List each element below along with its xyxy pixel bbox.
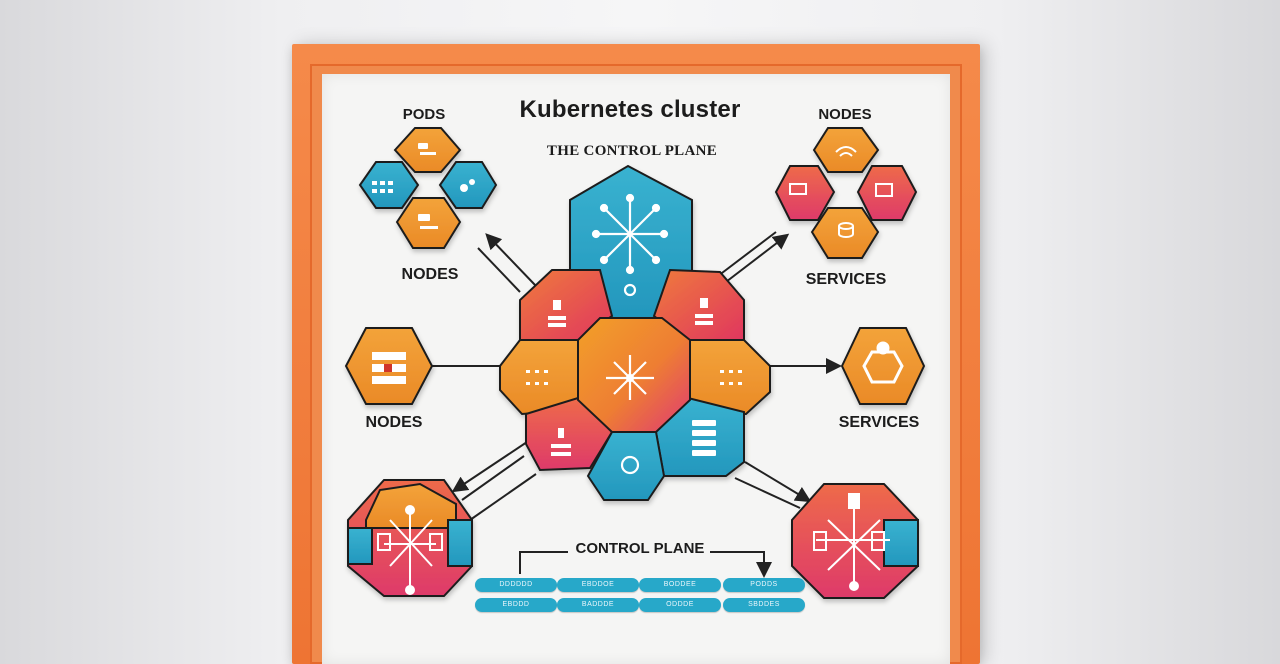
legend-pill: EBDDOE <box>557 578 639 592</box>
br-hex-right <box>883 519 919 567</box>
label-services-top-right: SERVICES <box>805 271 887 288</box>
nodes-hex-bottom <box>810 207 880 259</box>
br-topology-icon <box>813 493 890 591</box>
legend-pill: ODDDE <box>639 598 721 612</box>
legend-pill: PODDS <box>723 578 805 592</box>
legend-pill: BODDEE <box>639 578 721 592</box>
label-nodes-mid-left: NODES <box>365 414 423 431</box>
label-pods: PODS <box>402 106 446 123</box>
arrow-to-pods-2 <box>477 247 521 293</box>
service-mesh-icon <box>862 341 904 384</box>
bl-hex-left <box>347 527 373 565</box>
diagram-title: Kubernetes cluster <box>519 96 741 123</box>
arrow-to-pods <box>485 233 537 287</box>
legend-pill: SBDDES <box>723 598 805 612</box>
pods-hex-bottom <box>395 197 462 249</box>
legend-pill: BADDDE <box>557 598 639 612</box>
pods-hex-top <box>393 127 462 173</box>
arrow-to-nodes-right <box>721 233 790 286</box>
control-plane-cluster <box>499 164 771 501</box>
arrow-to-bottom-left <box>451 439 531 493</box>
legend-pill: DDDDDD <box>475 578 557 592</box>
arrow-to-bottom-left-3 <box>469 473 537 521</box>
label-nodes-top-right: NODES <box>818 106 872 123</box>
arrow-to-bottom-right <box>744 461 812 503</box>
legend-pill: EBDDD <box>475 598 557 612</box>
nodes-hex-top <box>812 127 880 173</box>
pods-glyphs <box>372 143 475 229</box>
bracket-right <box>710 551 772 578</box>
bl-topology-icon <box>377 505 443 595</box>
cp-server-glyphs <box>526 298 742 456</box>
kubernetes-diagram <box>344 127 926 599</box>
diagram-subtitle: THE CONTROL PLANE <box>546 143 718 159</box>
settings-gear-icon <box>620 455 640 475</box>
label-services-mid-right: SERVICES <box>838 414 920 431</box>
cp-glyphs <box>591 193 669 475</box>
label-control-plane: CONTROL PLANE <box>575 540 705 557</box>
label-nodes-top-left: NODES <box>401 266 459 283</box>
center-network-icon <box>606 355 654 400</box>
services-hex-right-single <box>840 327 926 405</box>
bl-hex-right <box>447 519 473 567</box>
nodes-hex-right <box>856 165 918 221</box>
pods-hex-right <box>438 161 498 209</box>
arrow-to-bottom-left-2 <box>461 455 525 501</box>
gear-icon <box>623 283 637 297</box>
arrow-to-bottom-right-2 <box>734 477 801 509</box>
network-icon <box>591 193 669 275</box>
connector-arrows <box>432 231 842 578</box>
server-rack-icon <box>372 352 406 384</box>
arrow-to-nodes-right-2 <box>717 231 777 277</box>
bracket-left <box>519 551 568 574</box>
nodes-hex-left-single <box>344 327 434 405</box>
nodes-glyphs-right <box>789 146 893 238</box>
